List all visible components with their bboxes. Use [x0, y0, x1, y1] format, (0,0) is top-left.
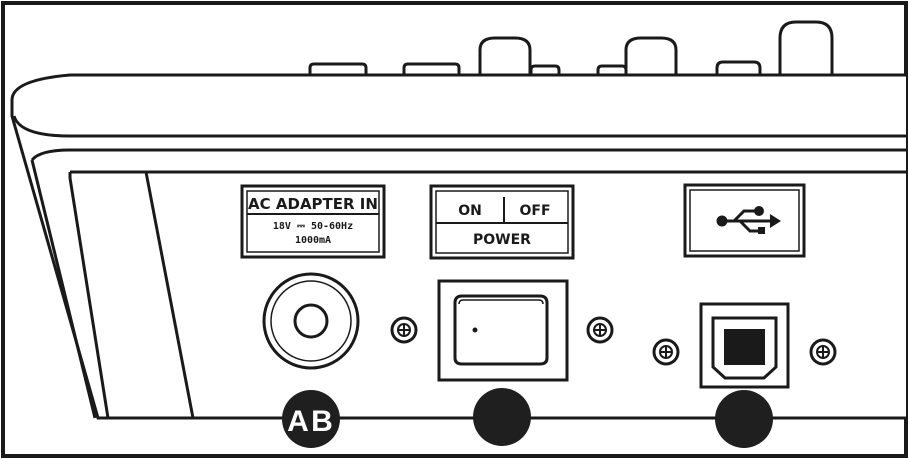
screw-icon [586, 316, 614, 344]
callout-a-badge [282, 390, 340, 448]
ac-jack-pin [293, 303, 329, 339]
power-switch [437, 279, 569, 382]
callout-b-letter: B [311, 405, 333, 438]
power-caption-label: POWER [473, 232, 531, 248]
callout-a-letter: A [287, 405, 309, 438]
screw-icon [652, 338, 680, 366]
top-fader-cap-5 [715, 60, 762, 75]
top-controls [308, 20, 834, 75]
ac-adapter-spec-current: 1000mA [295, 235, 331, 246]
top-knob-1 [478, 36, 532, 75]
ac-adapter-jack [262, 272, 360, 370]
top-fader-cap-2 [402, 62, 461, 75]
ac-label-inner-box [246, 190, 380, 253]
power-off-label: OFF [519, 203, 550, 219]
power-rocker [453, 294, 549, 366]
usb-port-connector [724, 329, 765, 365]
power-rocker-highlight [458, 299, 544, 305]
top-fader-cap-1 [308, 62, 368, 75]
top-bevel-line [12, 115, 906, 138]
callout-c [715, 390, 773, 448]
screw-icon [390, 316, 418, 344]
callout-overflow-glyph: … [337, 407, 359, 432]
panel-left-side [144, 171, 195, 419]
callout-a: A B … [282, 390, 359, 448]
top-knob-3 [778, 20, 834, 75]
usb-port [699, 302, 790, 389]
panel-left-inner [68, 172, 110, 419]
ac-adapter-title: AC ADAPTER IN [248, 195, 378, 213]
screws [390, 316, 837, 366]
body-left-edge [30, 159, 97, 419]
power-rocker-dot [472, 327, 478, 333]
usb-label [683, 183, 806, 258]
callout-b [473, 388, 531, 446]
ac-adapter-label: AC ADAPTER IN 18V ⎓ 50-60Hz 1000mA [240, 184, 386, 259]
top-fader-cap-3 [529, 64, 561, 75]
ac-adapter-spec-voltage: 18V ⎓ 50-60Hz [273, 221, 353, 232]
callout-b-badge [473, 388, 531, 446]
callout-c-badge [715, 390, 773, 448]
screw-icon [809, 338, 837, 366]
power-on-label: ON [458, 203, 482, 219]
power-label: ON OFF POWER [429, 184, 575, 260]
top-knob-2 [624, 36, 678, 75]
usb-symbol-icon [716, 206, 781, 234]
panel-top-edge [30, 148, 906, 162]
